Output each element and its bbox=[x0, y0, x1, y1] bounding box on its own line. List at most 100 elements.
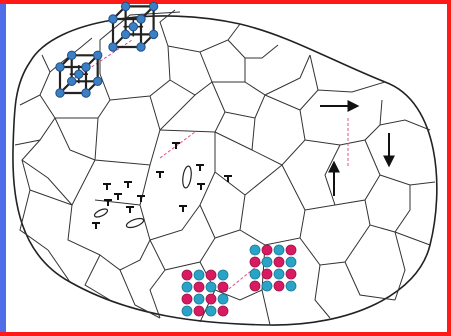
grain-boundary bbox=[169, 51, 213, 96]
solute-atom-teal bbox=[205, 305, 217, 317]
solute-atom-red bbox=[181, 269, 193, 281]
dislocation-misfit-line bbox=[159, 131, 196, 159]
grain-boundary bbox=[99, 239, 151, 271]
solute-atom-teal bbox=[217, 269, 229, 281]
solute-atom-red bbox=[205, 269, 217, 281]
alloy-misfit-line bbox=[224, 261, 263, 293]
void-ellipses bbox=[93, 165, 192, 229]
specimen-outline bbox=[12, 15, 438, 326]
lattice-atom bbox=[74, 69, 84, 79]
dislocation-symbol bbox=[179, 205, 187, 212]
grain-boundary bbox=[67, 204, 101, 256]
solute-atom-teal bbox=[285, 256, 297, 268]
solute-atom-red bbox=[261, 244, 273, 256]
solute-atom-red bbox=[181, 293, 193, 305]
grain-boundary bbox=[394, 231, 431, 246]
grain-boundary bbox=[55, 73, 111, 119]
solute-atom-red bbox=[193, 305, 205, 317]
solute-atom-teal bbox=[261, 256, 273, 268]
cube-lattice-icon bbox=[108, 1, 159, 52]
solute-atom-teal bbox=[273, 268, 285, 280]
grain-boundary bbox=[94, 199, 141, 206]
frame-left-accent bbox=[0, 4, 6, 332]
grain-boundary bbox=[119, 269, 161, 319]
dislocation-symbol bbox=[172, 142, 180, 149]
grain-boundary bbox=[304, 144, 341, 211]
solute-atom-red bbox=[285, 268, 297, 280]
dislocation-symbol bbox=[104, 199, 112, 206]
lattice-atom bbox=[148, 29, 159, 40]
alloy-atom-grid bbox=[181, 269, 229, 317]
grain-boundary bbox=[19, 189, 49, 251]
solute-atom-red bbox=[217, 281, 229, 293]
dislocation-symbol bbox=[196, 164, 204, 171]
grain-boundary bbox=[149, 239, 166, 319]
solute-atom-teal bbox=[249, 268, 261, 280]
solute-atom-teal bbox=[249, 244, 261, 256]
dislocation-symbols bbox=[92, 142, 232, 229]
void-ellipse bbox=[125, 217, 145, 229]
grain-boundary bbox=[299, 81, 386, 111]
grain-boundary bbox=[54, 117, 96, 161]
lattice-atom bbox=[67, 76, 77, 86]
grain-boundary bbox=[84, 254, 111, 301]
grain-boundary bbox=[344, 261, 396, 301]
grain-boundaries bbox=[14, 9, 436, 326]
solute-atom-red bbox=[217, 305, 229, 317]
dislocation-symbol bbox=[124, 181, 132, 188]
solute-atom-red bbox=[273, 280, 285, 292]
lattice-atom bbox=[81, 62, 91, 72]
solute-atom-red bbox=[193, 281, 205, 293]
alloy-atom-grid bbox=[249, 244, 297, 292]
lattice-atom bbox=[81, 88, 91, 98]
solute-atom-teal bbox=[193, 269, 205, 281]
grain-boundary bbox=[214, 131, 253, 151]
dislocation-symbol bbox=[103, 183, 111, 190]
void-ellipse bbox=[93, 208, 109, 218]
lattice-atom bbox=[108, 42, 118, 52]
grain-boundary bbox=[159, 9, 176, 47]
solute-atom-red bbox=[273, 256, 285, 268]
grain-boundary bbox=[14, 94, 56, 146]
solute-atom-teal bbox=[261, 280, 273, 292]
lattice-atom bbox=[93, 76, 103, 86]
grain-boundary bbox=[21, 159, 73, 206]
solute-atom-teal bbox=[181, 305, 193, 317]
solute-atom-red bbox=[261, 268, 273, 280]
lattice-atom bbox=[148, 1, 159, 12]
solute-atom-teal bbox=[273, 244, 285, 256]
grain-boundary bbox=[299, 224, 371, 266]
grain-boundary bbox=[159, 94, 196, 131]
grain-boundary bbox=[394, 231, 406, 301]
grain-boundary bbox=[251, 94, 306, 166]
dislocation-symbol bbox=[114, 193, 122, 200]
solute-atom-red bbox=[285, 244, 297, 256]
grain-boundary bbox=[334, 139, 381, 206]
dislocation-symbol bbox=[126, 206, 134, 213]
lattice-atom bbox=[120, 1, 131, 12]
lattice-atom bbox=[55, 88, 65, 98]
solute-atom-red bbox=[205, 293, 217, 305]
cube-lattice-icon bbox=[55, 50, 103, 98]
grain-boundary bbox=[19, 54, 51, 106]
grain-boundary bbox=[167, 23, 241, 53]
grain-boundary bbox=[164, 204, 216, 271]
solute-atom-red bbox=[249, 256, 261, 268]
solute-atom-red bbox=[249, 280, 261, 292]
grain-boundary bbox=[227, 39, 279, 59]
void-ellipse bbox=[182, 165, 192, 189]
grain-boundary bbox=[314, 264, 331, 319]
magnetic-domain-arrows bbox=[320, 100, 395, 196]
lattice-atom bbox=[108, 14, 118, 24]
lattice-atom bbox=[136, 42, 146, 52]
solute-atom-teal bbox=[285, 280, 297, 292]
grain-boundary bbox=[159, 81, 226, 133]
lattice-atom bbox=[120, 29, 131, 40]
dislocation-symbol bbox=[224, 175, 232, 182]
lattice-atom bbox=[136, 14, 146, 24]
grain-boundary bbox=[47, 249, 71, 283]
solute-atom-teal bbox=[181, 281, 193, 293]
lattice-atom bbox=[93, 50, 103, 60]
